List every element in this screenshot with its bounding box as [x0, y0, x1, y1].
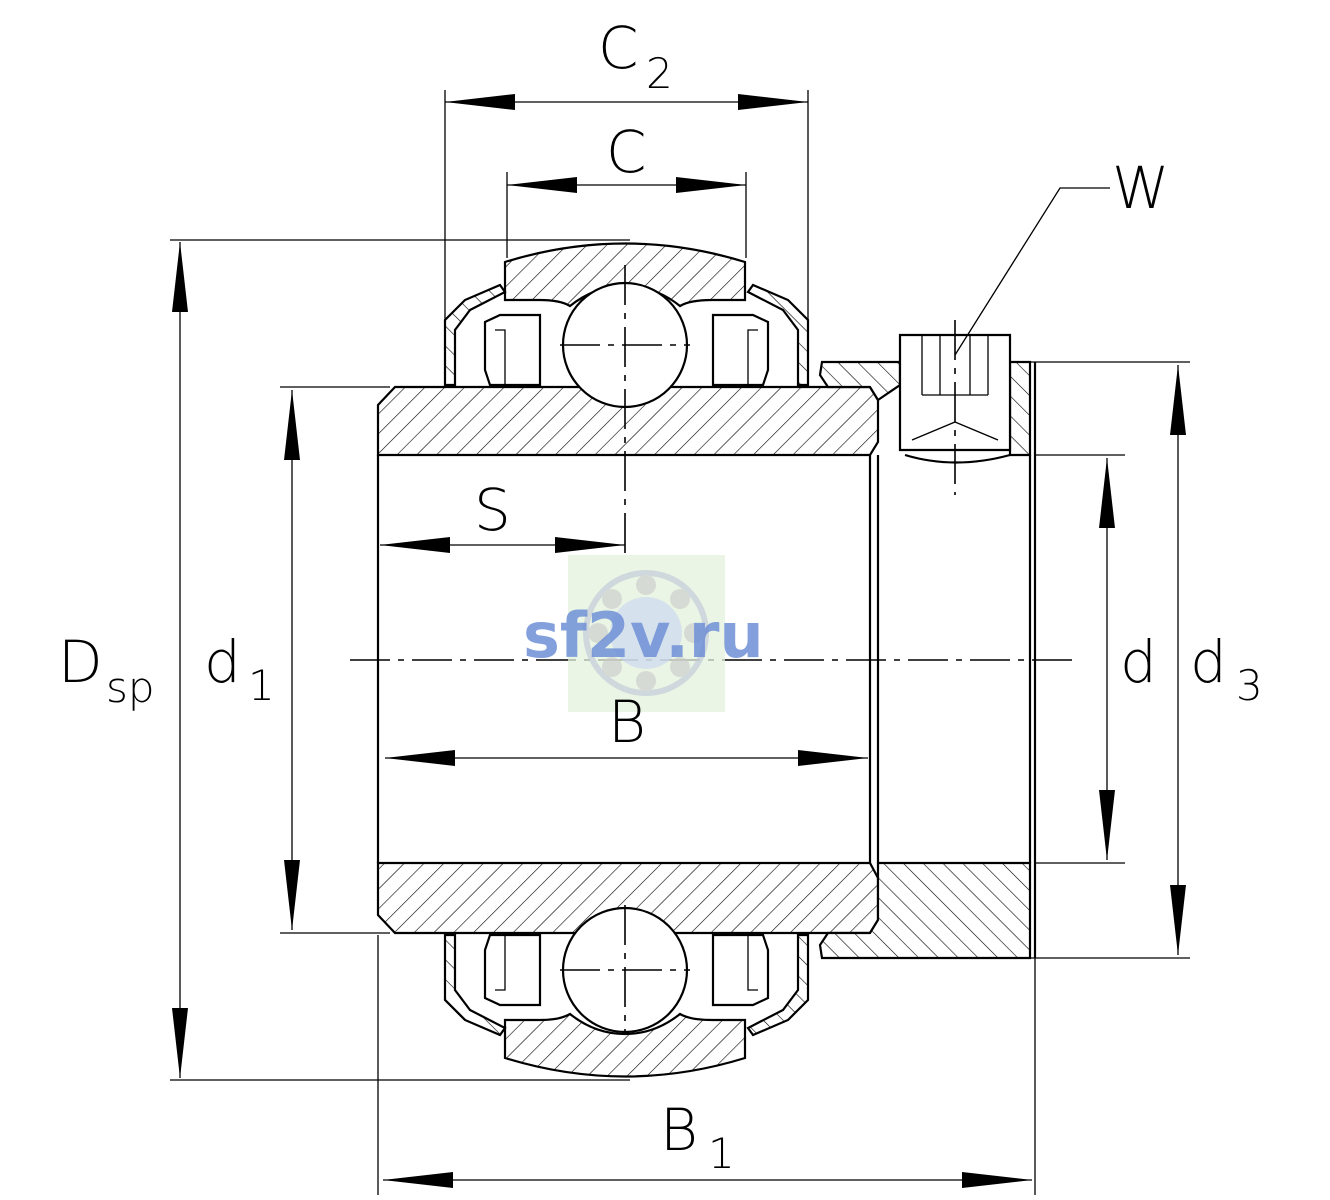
- label-s: S: [474, 476, 511, 544]
- watermark-bearing-icon: [583, 570, 709, 696]
- label-c2: C: [598, 14, 639, 82]
- dimension-lines: [172, 94, 1186, 1188]
- extension-lines: [170, 90, 1190, 1195]
- label-d3: d: [1190, 628, 1227, 696]
- label-d3-subscript: 3: [1236, 661, 1263, 710]
- watermark-text: sf2v.ru: [523, 599, 764, 672]
- label-c2-subscript: 2: [646, 49, 673, 98]
- dimension-labels: C 2 C W S B B 1 D sp d 1 d d 3: [58, 14, 1263, 1178]
- locking-collar: [818, 360, 1037, 960]
- label-w: W: [1112, 154, 1169, 222]
- outer-ring-bottom: [503, 1012, 747, 1078]
- label-dsp-subscript: sp: [106, 663, 155, 712]
- seals: [443, 283, 810, 1037]
- inner-ring: [376, 385, 880, 935]
- label-dsp: D: [58, 628, 103, 696]
- label-b1-subscript: 1: [708, 1129, 735, 1178]
- label-d: d: [1120, 628, 1157, 696]
- label-d1-subscript: 1: [248, 661, 275, 710]
- watermark: sf2v.ru: [523, 555, 764, 712]
- center-lines: [350, 265, 1080, 1035]
- label-b1: B: [660, 1096, 698, 1164]
- label-b: B: [608, 688, 646, 756]
- label-c: C: [606, 118, 647, 186]
- label-d1: d: [204, 628, 241, 696]
